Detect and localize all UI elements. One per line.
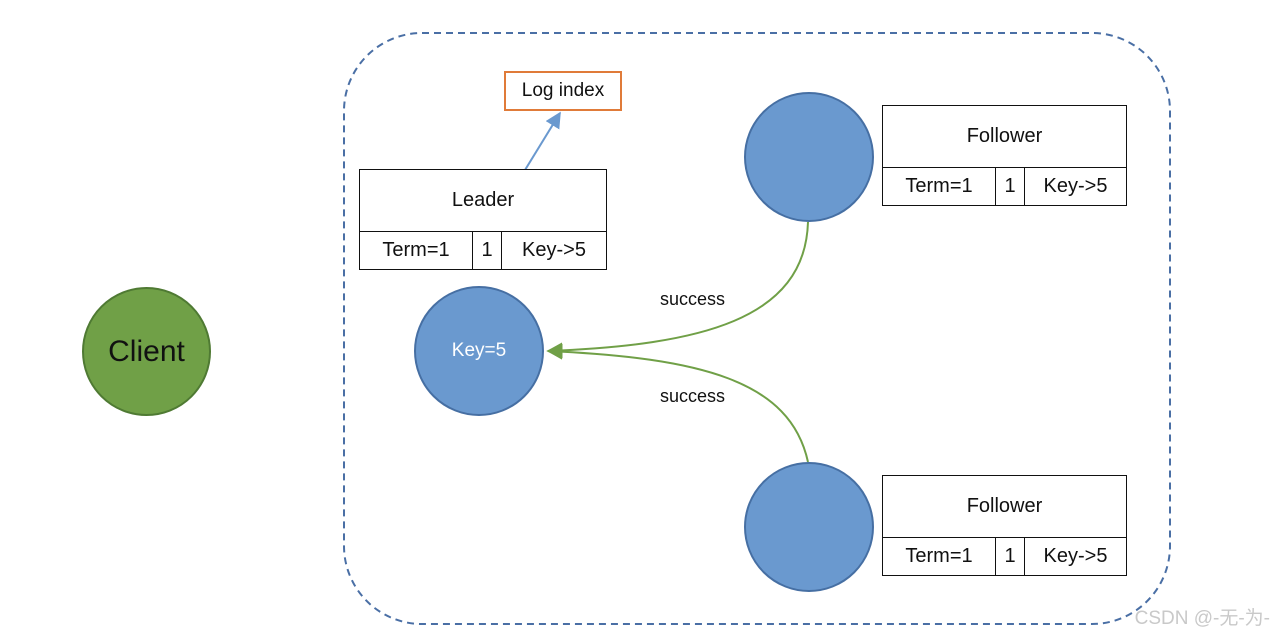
follower-1-table-title: Follower <box>883 106 1126 168</box>
watermark: CSDN @-无-为- <box>1134 608 1270 629</box>
leader-node: Key=5 <box>414 286 544 416</box>
leader-entry-cell: Key->5 <box>501 232 606 269</box>
follower-1-term-cell: Term=1 <box>905 175 973 197</box>
log-index-label-box: Log index <box>504 71 622 111</box>
follower-1-log-table: Follower Term=1 1 Key->5 <box>882 105 1127 206</box>
client-label: Client <box>108 334 185 368</box>
edge-label-success-1: success <box>660 289 726 309</box>
follower-1-log-entry: Term=1 1 Key->5 <box>883 168 1126 205</box>
client-node: Client <box>82 287 211 416</box>
leader-node-label: Key=5 <box>451 340 507 361</box>
cluster-boundary <box>343 32 1171 625</box>
follower-2-index-cell: 1 <box>995 538 1024 575</box>
leader-term-cell: Term=1 <box>382 239 450 261</box>
follower-1-entry-cell: Key->5 <box>1024 168 1126 205</box>
leader-index-cell: 1 <box>472 232 501 269</box>
follower-2-entry-cell: Key->5 <box>1024 538 1126 575</box>
success-arrow-follower2 <box>546 343 809 463</box>
log-index-label: Log index <box>521 80 605 101</box>
success-arrow-follower1 <box>546 221 809 359</box>
edge-label-success-2: success <box>660 386 726 406</box>
follower-2-log-entry: Term=1 1 Key->5 <box>883 538 1126 575</box>
follower-node-1 <box>744 92 874 222</box>
leader-log-entry: Term=1 1 Key->5 <box>360 232 606 269</box>
follower-node-2 <box>744 462 874 592</box>
follower-1-index-cell: 1 <box>995 168 1024 205</box>
follower-2-log-table: Follower Term=1 1 Key->5 <box>882 475 1127 576</box>
leader-table-title: Leader <box>360 170 606 232</box>
follower-2-table-title: Follower <box>883 476 1126 538</box>
leader-log-table: Leader Term=1 1 Key->5 <box>359 169 607 270</box>
follower-2-term-cell: Term=1 <box>905 545 973 567</box>
